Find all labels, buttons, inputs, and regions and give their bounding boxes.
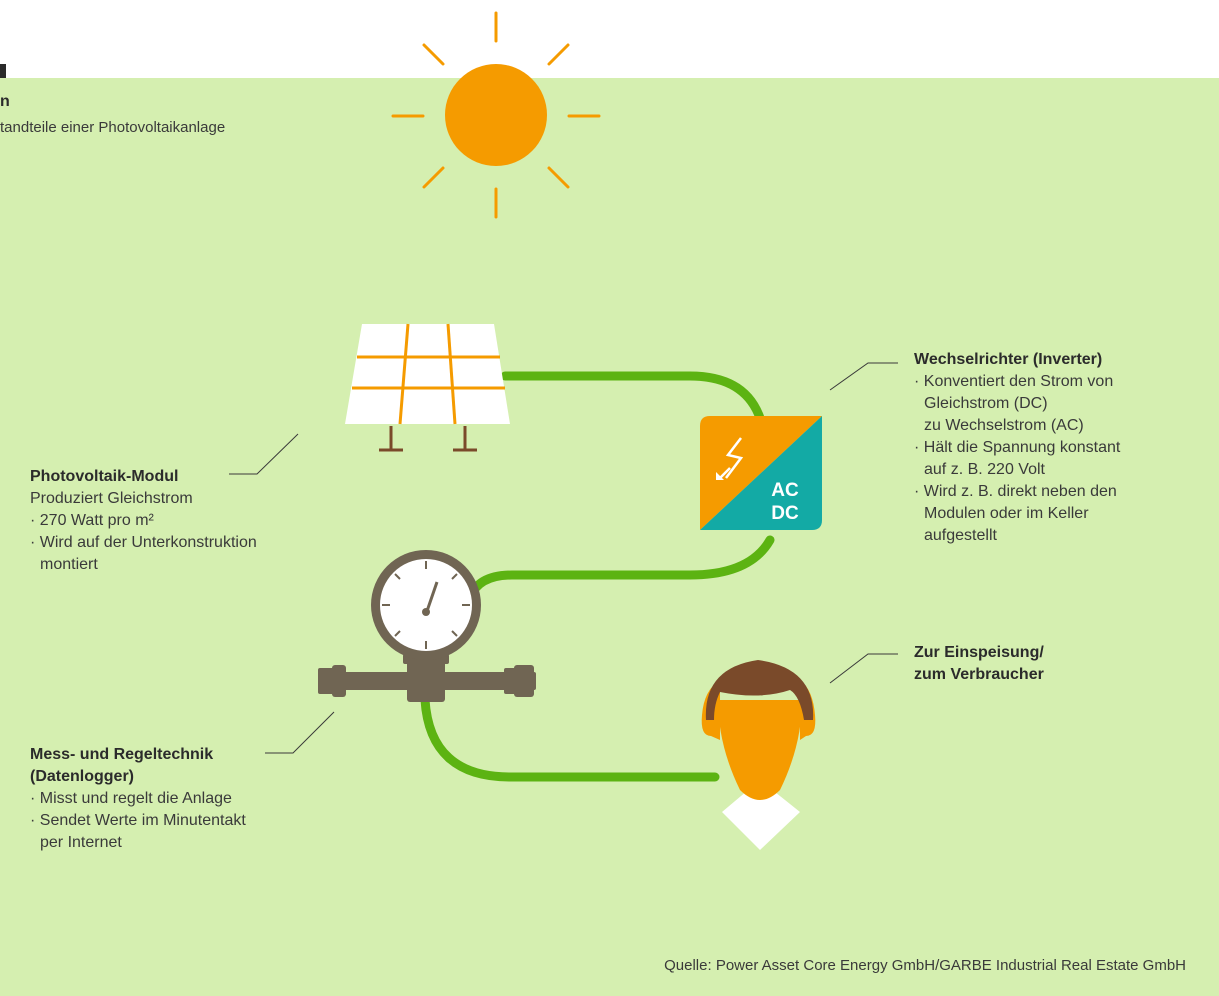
cable-panel-to-inverter: [500, 371, 765, 423]
inverter-ac-label: AC: [771, 480, 799, 501]
datalogger-title: Mess- und Regeltechnik: [30, 746, 214, 763]
person-icon: [701, 660, 816, 850]
inverter-title: Wechselrichter (Inverter): [914, 351, 1103, 368]
inverter-line: auf z. B. 220 Volt: [924, 461, 1045, 478]
cable-inverter-to-meter: [465, 535, 775, 603]
sun-icon: [391, 11, 601, 219]
inverter-icon: AC DC: [700, 416, 822, 530]
leader-inverter: [829, 362, 898, 391]
pressure-gauge-icon: [318, 550, 536, 702]
diagram-background: [0, 78, 1219, 996]
solar-panel-icon: [345, 323, 510, 452]
leader-feed-in: [829, 653, 898, 684]
pv-module-line: · Wird auf der Unterkonstruktion: [30, 534, 257, 551]
inverter-line: · Wird z. B. direkt neben den: [914, 483, 1117, 500]
pv-module-line: Produziert Gleichstrom: [30, 490, 193, 507]
datalogger-title: (Datenlogger): [30, 768, 134, 785]
leader-pv: [229, 433, 299, 475]
label-datalogger: Mess- und Regeltechnik (Datenlogger) · M…: [30, 744, 246, 854]
cable-meter-to-person: [420, 695, 720, 782]
label-inverter: Wechselrichter (Inverter) · Konventiert …: [914, 349, 1120, 547]
inverter-line: aufgestellt: [924, 527, 997, 544]
datalogger-line: · Sendet Werte im Minutentakt: [30, 812, 246, 829]
leader-datalogger: [265, 711, 335, 754]
pv-module-title: Photovoltaik-Modul: [30, 468, 179, 485]
inverter-line: · Konventiert den Strom von: [914, 373, 1114, 390]
label-pv-module: Photovoltaik-Modul Produziert Gleichstro…: [30, 466, 257, 576]
inverter-dc-label: DC: [771, 503, 799, 524]
source-note: Quelle: Power Asset Core Energy GmbH/GAR…: [664, 957, 1186, 974]
pv-module-line: montiert: [40, 556, 98, 573]
cable: [420, 371, 775, 782]
inverter-line: Modulen oder im Keller: [924, 505, 1089, 522]
datalogger-line: · Misst und regelt die Anlage: [30, 790, 232, 807]
diagram-subtitle: tandteile einer Photovoltaikanlage: [0, 119, 226, 136]
leader-lines: [229, 362, 898, 754]
inverter-line: Gleichstrom (DC): [924, 395, 1048, 412]
title-fragment: [0, 64, 6, 78]
inverter-line: zu Wechselstrom (AC): [924, 417, 1084, 434]
kicker-fragment: n: [0, 93, 10, 110]
feed-in-line: zum Verbraucher: [914, 666, 1044, 683]
label-feed-in: Zur Einspeisung/ zum Verbraucher: [914, 642, 1044, 686]
inverter-line: · Hält die Spannung konstant: [914, 439, 1121, 456]
datalogger-line: per Internet: [40, 834, 122, 851]
feed-in-line: Zur Einspeisung/: [914, 644, 1044, 661]
pv-module-line: · 270 Watt pro m²: [30, 512, 154, 529]
